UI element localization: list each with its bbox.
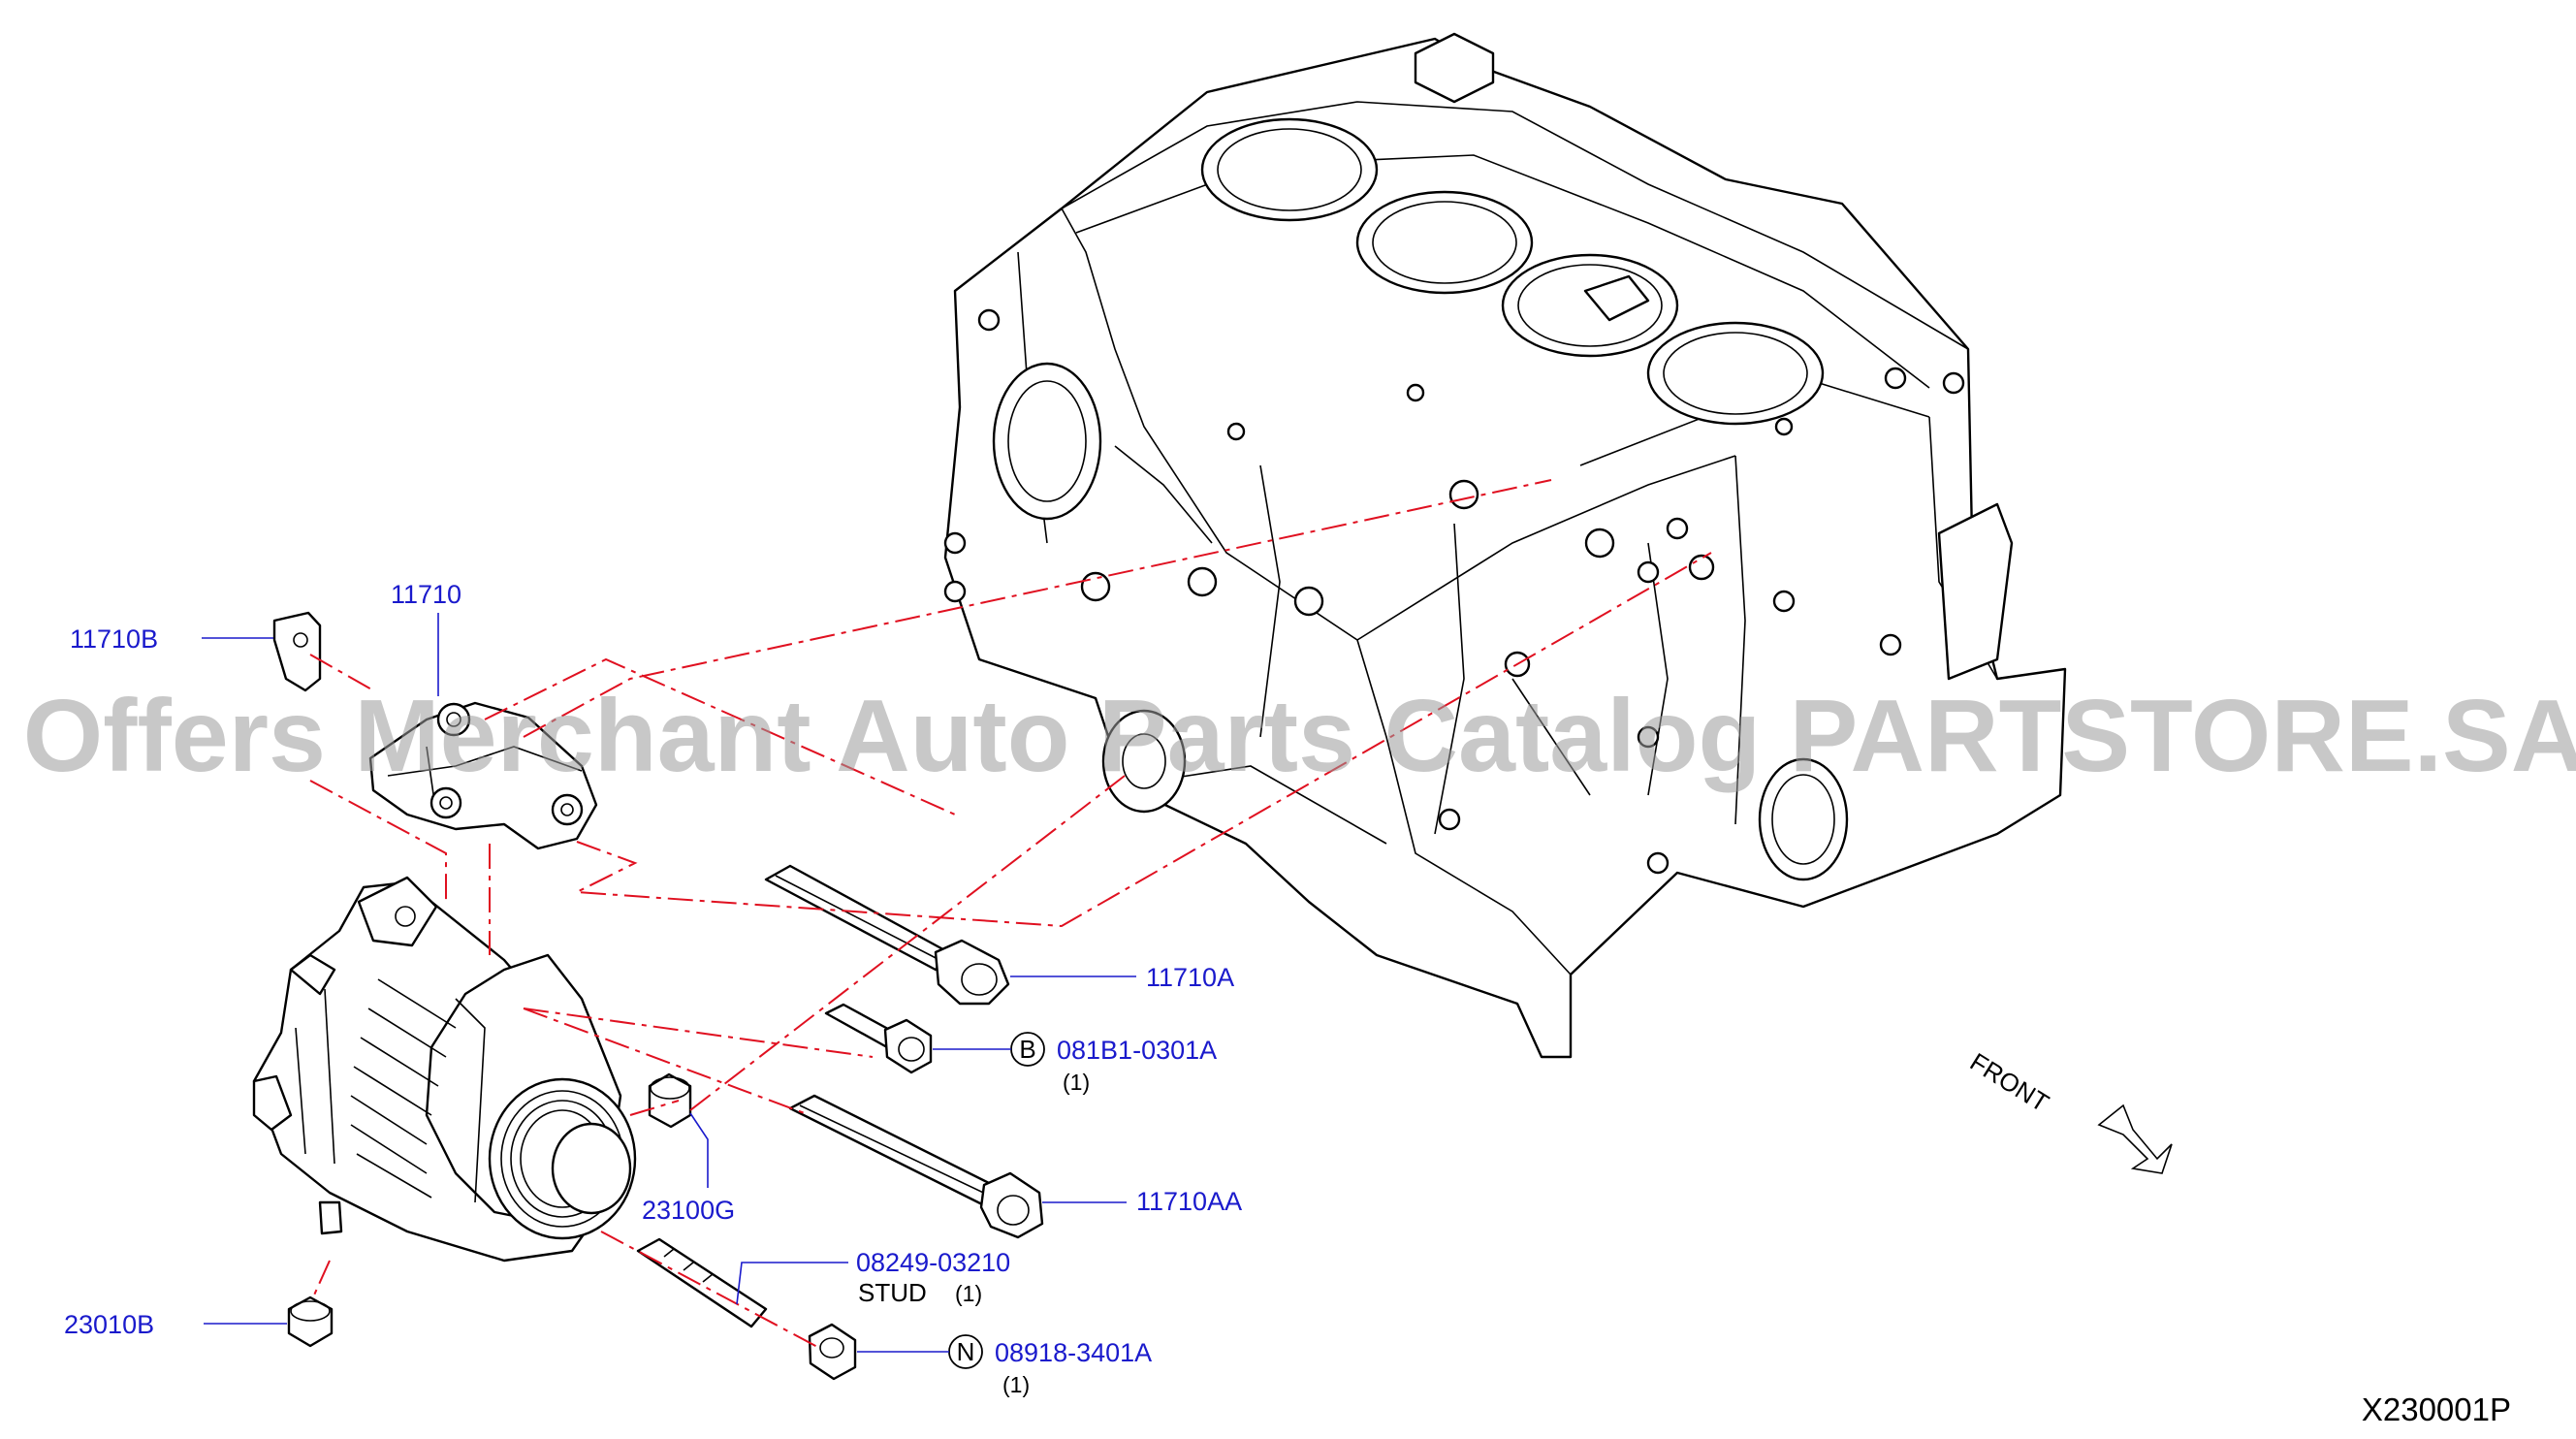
front-label: FRONT <box>1965 1047 2054 1118</box>
assembly-phantom-lines <box>309 479 1712 1349</box>
bolt-11710aa-drawing <box>788 1094 1044 1239</box>
watermark: Offers Merchant Auto Parts Catalog PARTS… <box>23 679 2576 793</box>
part-number-081b1-0301a[interactable]: 081B1-0301A <box>1057 1036 1217 1065</box>
part-number-08918-3401a[interactable]: 08918-3401A <box>995 1338 1152 1367</box>
callout-08249-03210[interactable]: 08249-03210 STUD (1) <box>736 1248 1010 1307</box>
callout-11710aa[interactable]: 11710AA <box>1042 1187 1242 1216</box>
cylinder-block-drawing <box>943 32 2067 1059</box>
callout-11710b[interactable]: 11710B <box>70 624 273 654</box>
part-number-23010b[interactable]: 23010B <box>64 1310 154 1339</box>
front-arrow-icon <box>2097 1103 2173 1174</box>
stud-08249-03210-drawing <box>636 1237 768 1328</box>
part-number-08249-03210[interactable]: 08249-03210 <box>856 1248 1010 1277</box>
part-number-23100g[interactable]: 23100G <box>642 1196 735 1225</box>
bushing-23100g-drawing <box>648 1072 692 1129</box>
alternator-vents <box>295 978 486 1203</box>
cylinder-bores <box>1200 117 1825 426</box>
callout-11710a[interactable]: 11710A <box>1010 963 1234 992</box>
nut-08918-3401a-drawing <box>808 1323 857 1381</box>
badge-n-letter: N <box>957 1337 975 1366</box>
part-number-11710aa[interactable]: 11710AA <box>1136 1187 1242 1216</box>
part-number-11710a[interactable]: 11710A <box>1146 963 1234 992</box>
quantity-081b1-0301a: (1) <box>1063 1070 1090 1095</box>
callout-23010b[interactable]: 23010B <box>64 1310 287 1339</box>
alternator-drawing <box>252 876 637 1263</box>
alternator-pulley <box>488 1077 637 1240</box>
nut-23010b-drawing <box>287 1295 334 1348</box>
callout-11710[interactable]: 11710 <box>391 580 461 696</box>
front-direction-indicator: FRONT <box>1965 1047 2173 1174</box>
part-number-11710b[interactable]: 11710B <box>70 624 158 654</box>
callout-08918-3401a[interactable]: N 08918-3401A (1) <box>857 1334 1152 1397</box>
bolt-081b1-0301a-drawing <box>824 1003 933 1074</box>
note-stud: STUD <box>858 1278 927 1307</box>
bracket-11710b-drawing <box>272 611 322 692</box>
part-number-11710[interactable]: 11710 <box>391 580 461 609</box>
callout-23100g[interactable]: 23100G <box>642 1112 735 1225</box>
bolt-11710a-drawing <box>764 864 1010 1006</box>
illustration-code: X230001P <box>2362 1391 2511 1427</box>
bolt-holes <box>943 308 1965 875</box>
quantity-08249-03210: (1) <box>955 1281 982 1306</box>
alternator-bracket-drawing <box>368 701 598 850</box>
callout-081b1-0301a[interactable]: B 081B1-0301A (1) <box>933 1032 1217 1095</box>
badge-b-letter: B <box>1019 1035 1035 1064</box>
quantity-08918-3401a: (1) <box>1002 1372 1030 1397</box>
